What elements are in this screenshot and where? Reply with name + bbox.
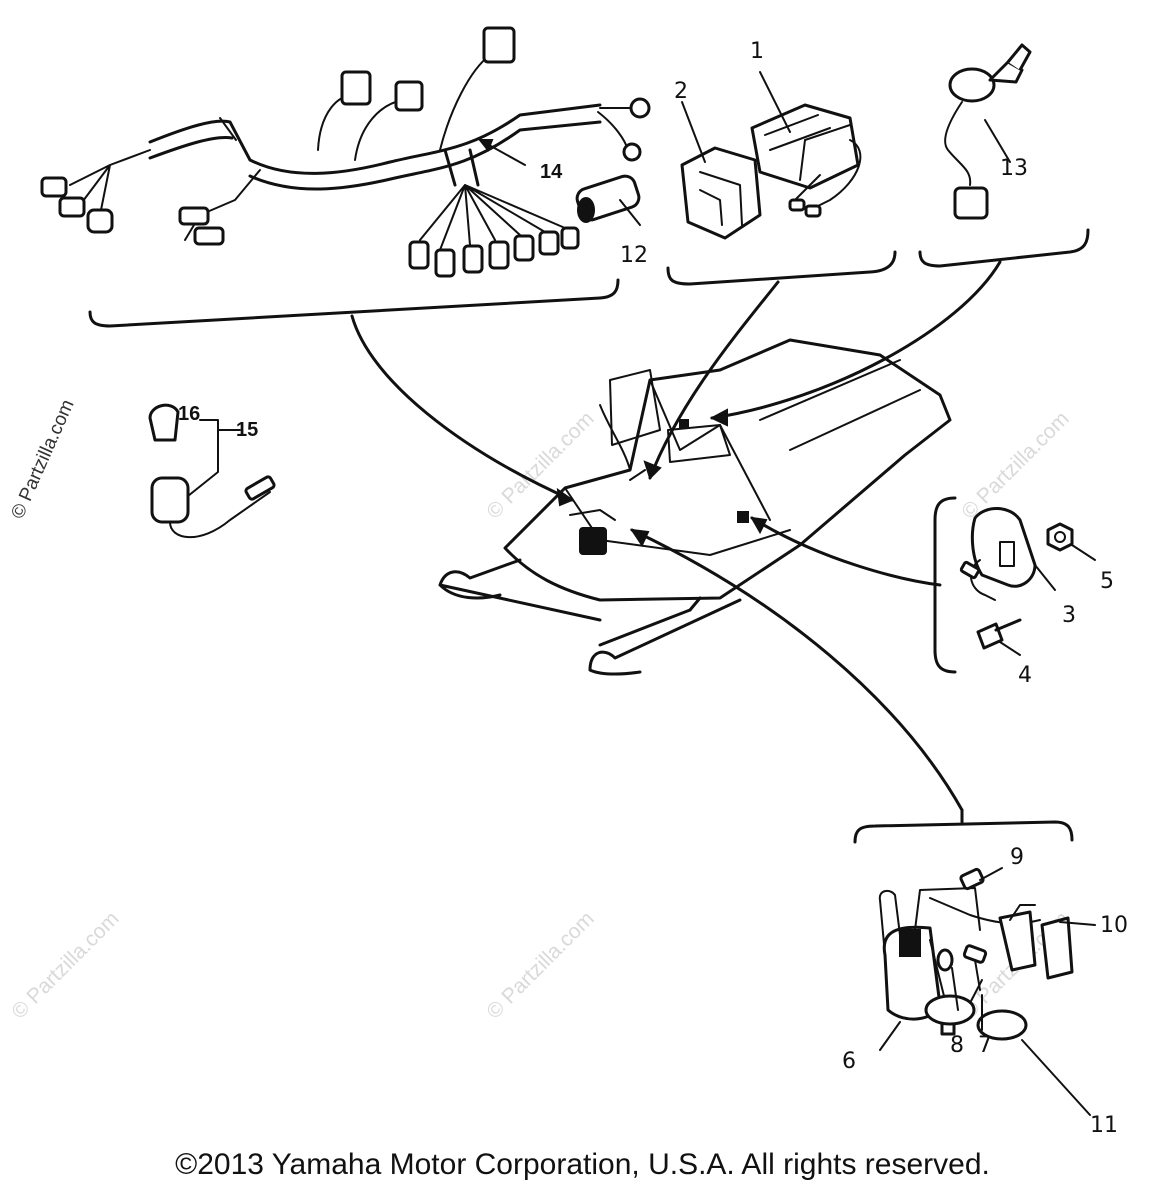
callout-12: 12 [620,243,648,268]
bracket-switch [918,228,1090,268]
callout-4: 4 [1018,663,1032,688]
bracket-harness [88,278,620,328]
watermark-text: © Partzilla.com [957,407,1073,523]
harness-connector [58,196,86,218]
harness-connector [40,176,68,198]
harness-connector [86,208,114,234]
igniter-regulator-assembly [666,103,897,286]
callout-1: 1 [750,39,764,64]
callout-5: 5 [1100,569,1114,594]
callout-15: 15 [236,419,258,441]
harness-connector [178,206,210,226]
bracket-coil [853,820,1074,844]
callout-2: 2 [674,79,688,104]
watermark-text: © Partzilla.com [482,907,598,1023]
callout-10: 10 [1100,913,1128,938]
cover-fastener-assembly [933,496,1096,674]
callout-leaders [477,71,1011,226]
callout-7: 7 [978,1033,992,1058]
callout-labels: 1 2 3 4 5 6 7 8 9 10 11 12 13 14 15 16 [178,39,1128,1138]
ignition-coil-assembly [853,820,1096,1116]
plug-cap [1040,916,1074,980]
screw [962,944,988,964]
leader-lines [350,260,1002,824]
callout-9: 9 [1010,845,1024,870]
main-switch-assembly [918,43,1090,268]
callout-16: 16 [178,403,200,425]
ring-terminal [629,97,651,119]
harness-connector [193,226,225,246]
harness-connector [394,80,424,112]
ring-terminal [622,142,642,162]
bulb [148,403,180,442]
watermark-text-side: © Partzilla.com [7,397,78,523]
callout-14: 14 [540,161,563,183]
copyright-notice: ©2013 Yamaha Motor Corporation, U.S.A. A… [175,1148,990,1181]
snowmobile-outline [438,338,952,676]
main-switch [948,67,996,103]
watermark-text: © Partzilla.com [7,907,123,1023]
callout-13: 13 [1000,156,1028,181]
callout-11: 11 [1090,1113,1118,1138]
callout-3: 3 [1062,603,1076,628]
nut [1046,522,1074,552]
bracket-cover [933,496,957,674]
harness-connector [340,70,372,106]
switch-connector [953,186,989,220]
callout-8: 8 [950,1033,964,1058]
washer [936,948,954,972]
grommet [924,994,976,1026]
grommet [976,1009,1028,1041]
bulb-socket-assembly [148,403,276,539]
plug-cap [998,910,1037,972]
cover-cap [970,507,1037,588]
wire-harness-assembly [40,26,651,328]
harness-connector [482,26,516,64]
bottom-connectors [408,226,580,278]
watermark-text: © Partzilla.com [482,407,598,523]
clamp [959,867,985,891]
bracket-igniter [666,250,897,286]
callout-6: 6 [842,1049,856,1074]
regulator [680,146,762,240]
socket [150,476,190,524]
